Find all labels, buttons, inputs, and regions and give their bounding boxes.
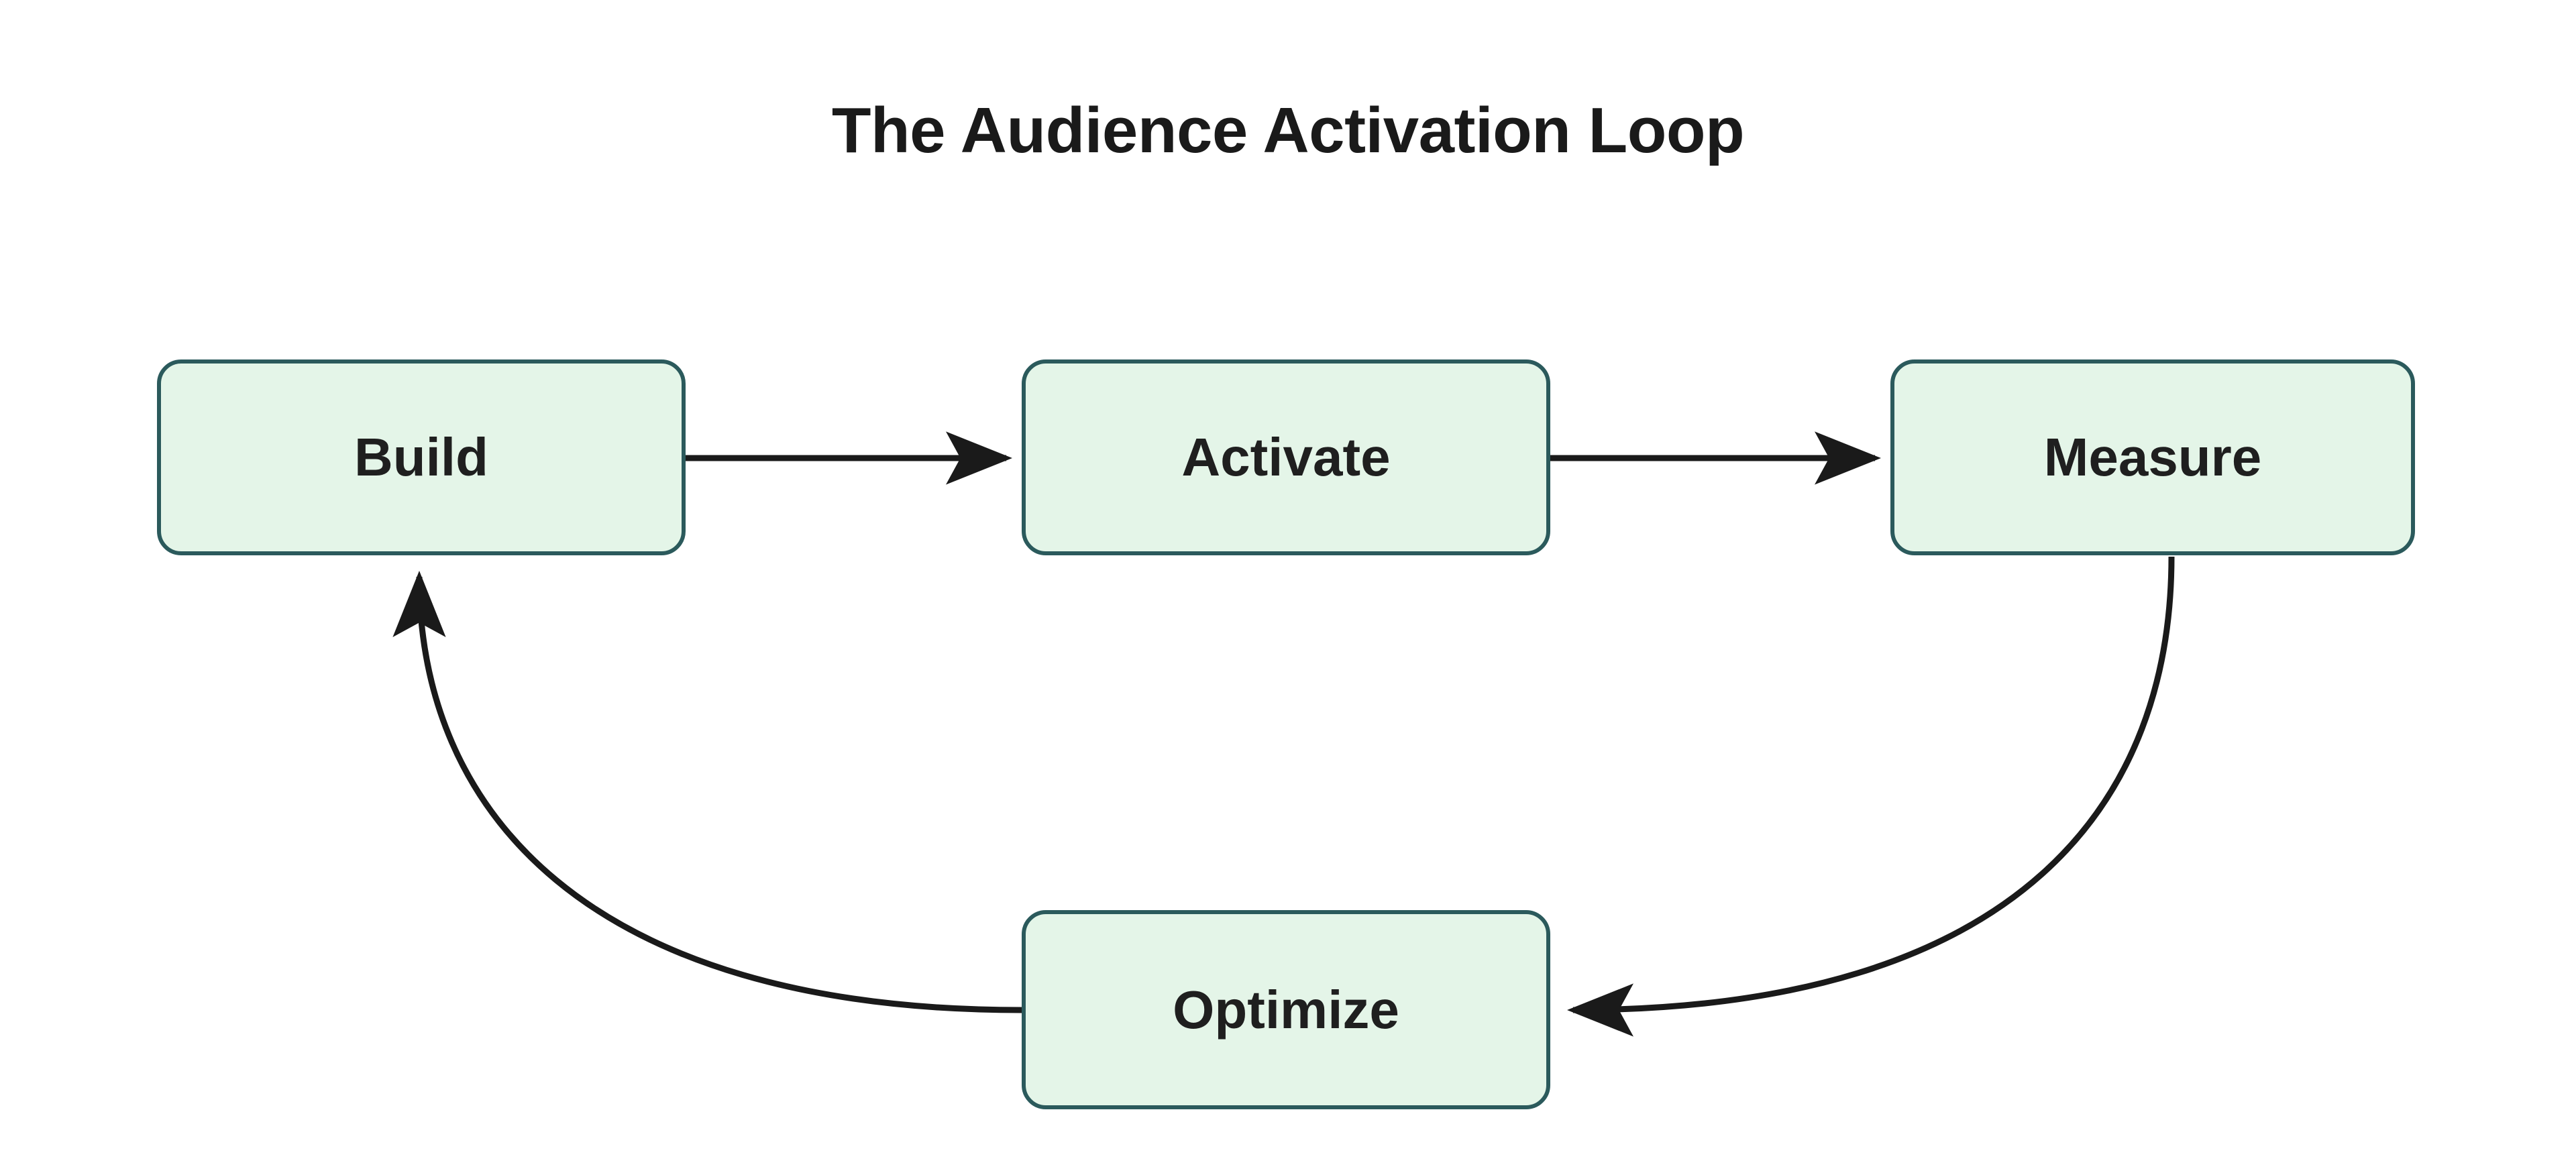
node-activate[interactable]: Activate	[1022, 359, 1550, 555]
node-activate-label: Activate	[1181, 427, 1391, 487]
node-optimize[interactable]: Optimize	[1022, 910, 1550, 1109]
node-measure-label: Measure	[2043, 427, 2262, 487]
edge-optimize-to-build	[392, 571, 1022, 1013]
node-build-label: Build	[354, 427, 488, 487]
page-title: The Audience Activation Loop	[831, 95, 1745, 166]
node-optimize-label: Optimize	[1173, 979, 1399, 1040]
node-build[interactable]: Build	[157, 359, 686, 555]
node-measure[interactable]: Measure	[1890, 359, 2415, 555]
edge-measure-to-optimize	[1567, 556, 2175, 1037]
